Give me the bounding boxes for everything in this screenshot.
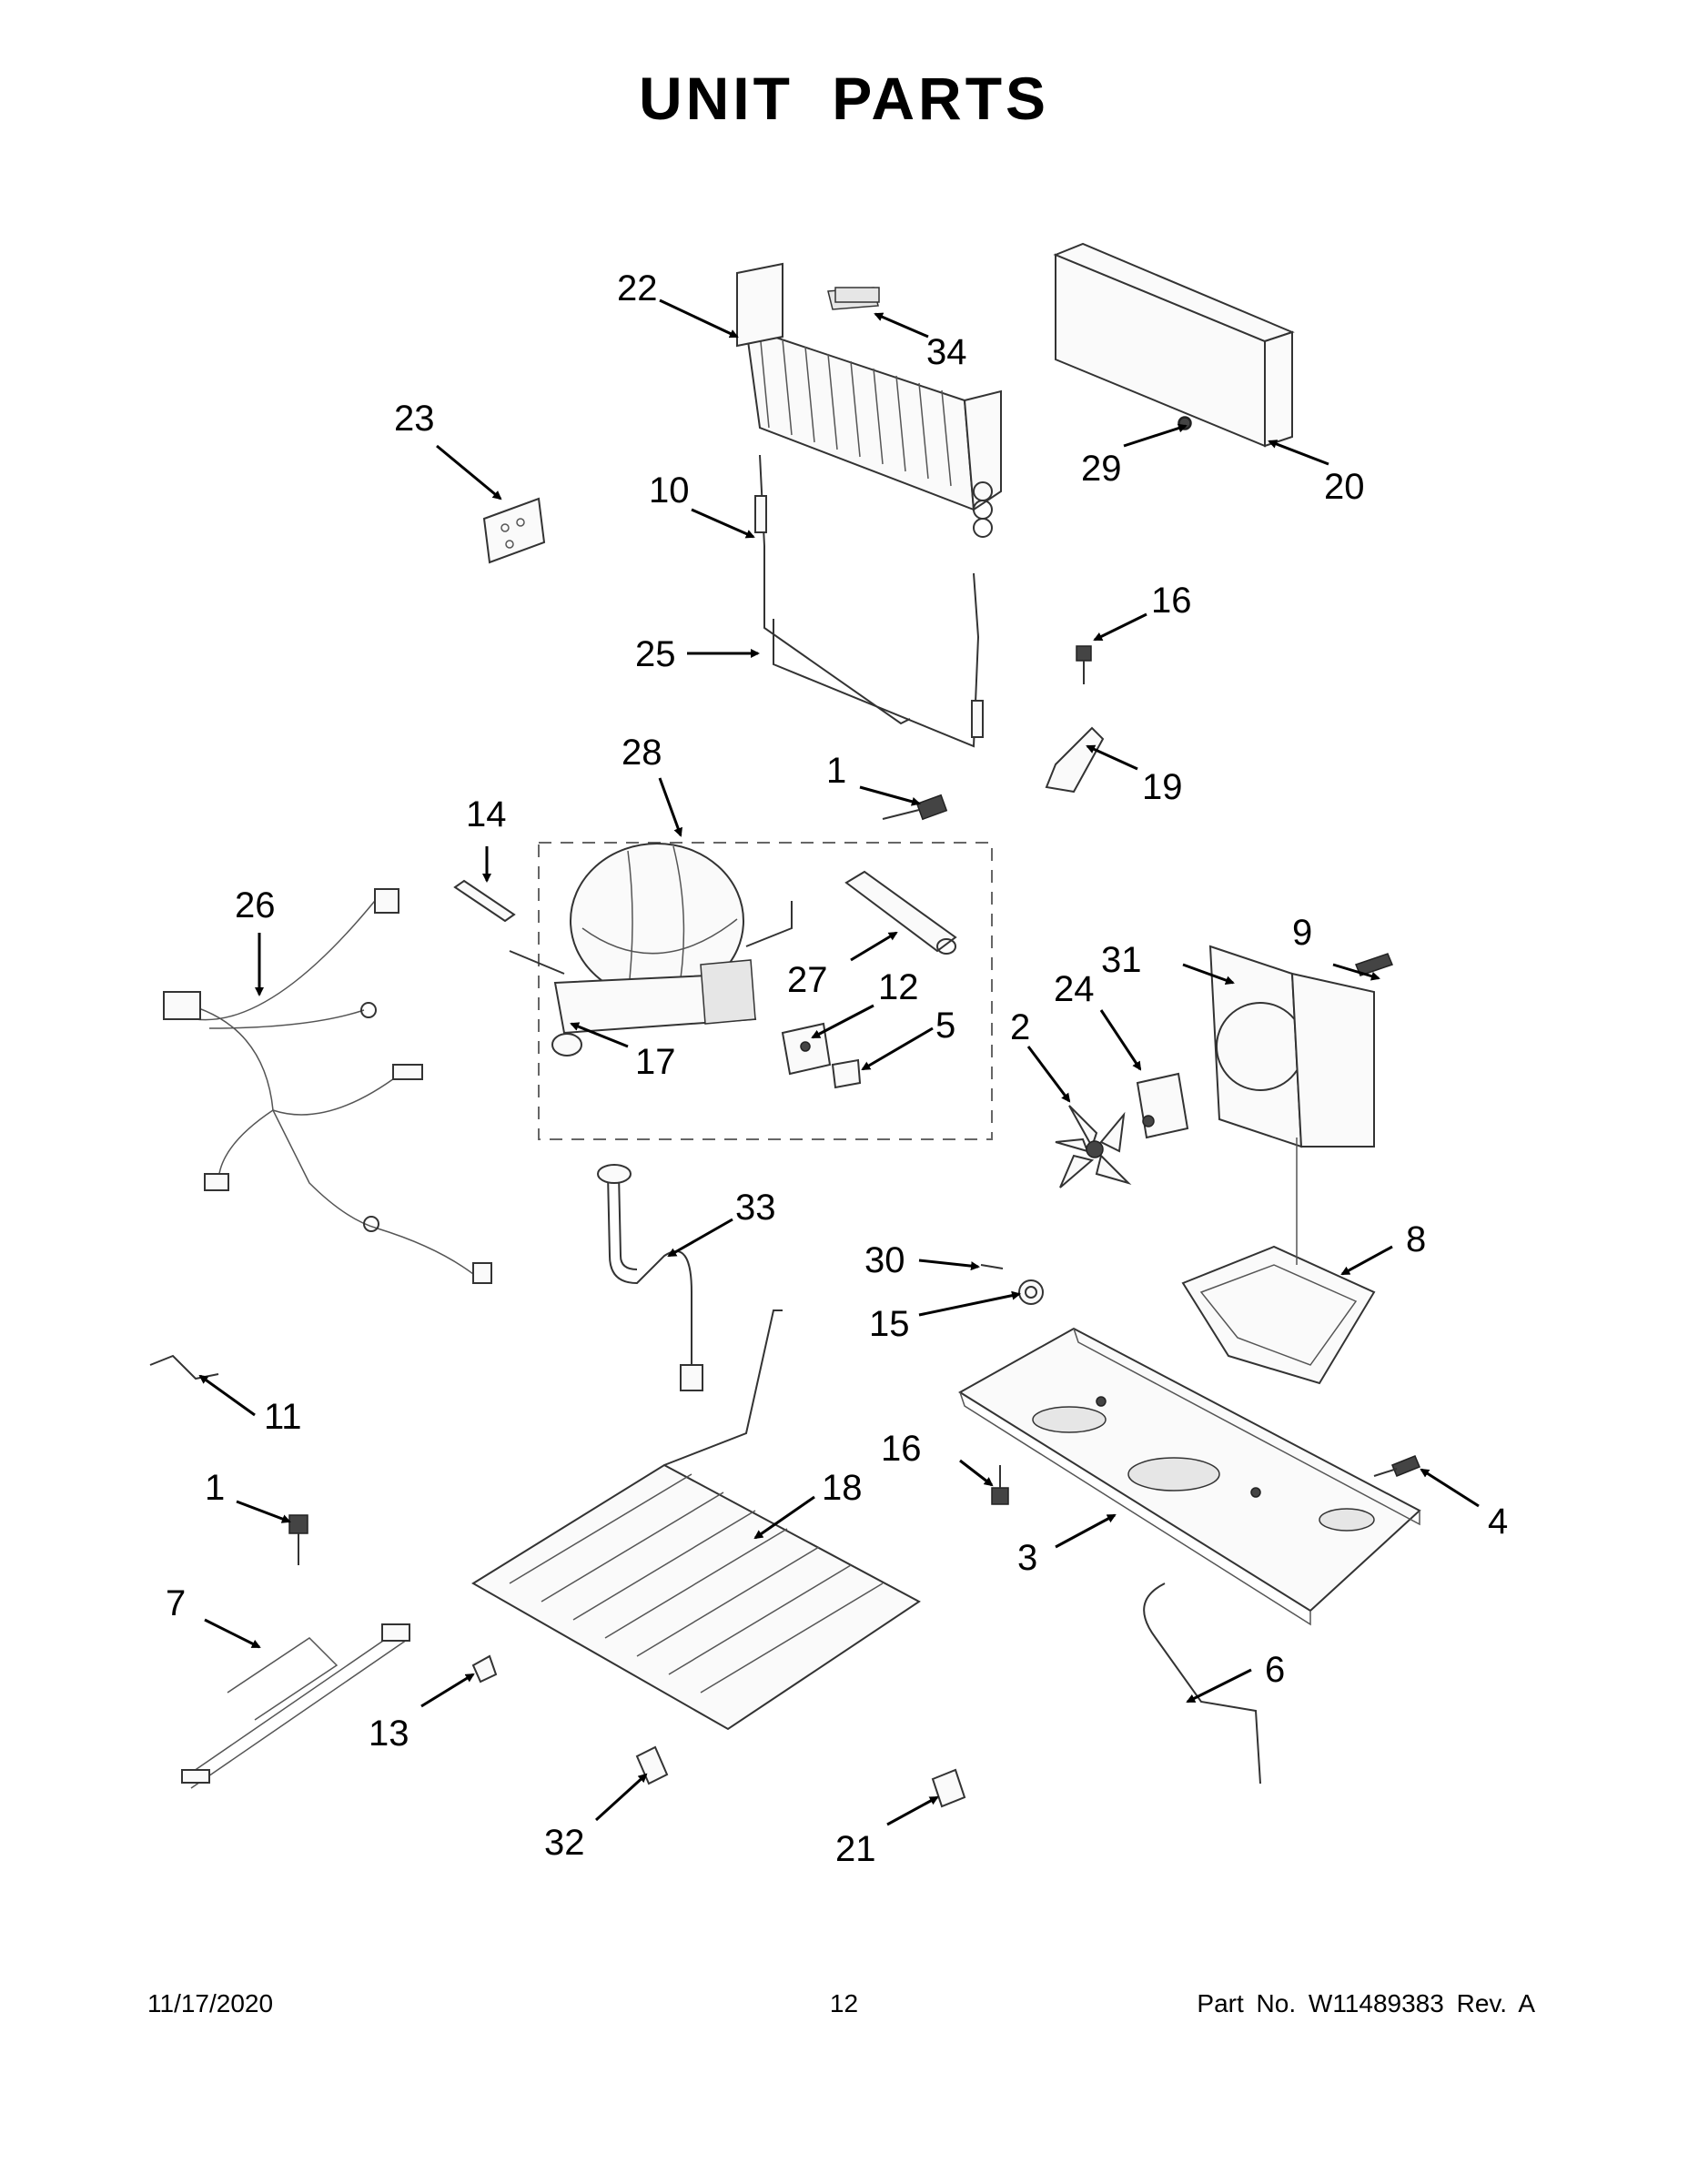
callout-14: 14 (466, 794, 507, 834)
part-1-screw-top (882, 794, 948, 821)
part-26-harness (163, 888, 492, 1284)
footer-page-number: 12 (829, 1989, 859, 2017)
part-6-rod (1143, 1582, 1261, 1785)
callout-arrows (198, 298, 1480, 1826)
part-4-screw (1373, 1455, 1420, 1477)
part-8-fan-bracket (1181, 1138, 1376, 1385)
callout-10: 10 (649, 470, 690, 511)
part-18-evaporator (471, 1309, 921, 1731)
footer-date: 11/17/2020 (147, 1989, 274, 2017)
part-28-compressor (509, 842, 993, 1140)
part-34-pad (834, 287, 880, 303)
callout-19: 19 (1142, 767, 1183, 807)
callout-15: 15 (869, 1304, 910, 1344)
part-23-board (482, 497, 546, 564)
callout-16-bottom: 16 (881, 1429, 922, 1469)
part-31-shroud (1208, 945, 1375, 1148)
callout-17: 17 (635, 1042, 676, 1082)
callout-11: 11 (264, 1397, 302, 1437)
callout-6: 6 (1265, 1650, 1285, 1690)
callout-32: 32 (544, 1823, 585, 1863)
part-2-fan-blade (1055, 1105, 1132, 1188)
callout-23: 23 (394, 399, 435, 439)
part-30-pin (980, 1264, 1004, 1269)
callout-4: 4 (1488, 1502, 1508, 1542)
part-1-screw-bottom (288, 1514, 308, 1565)
callout-3: 3 (1017, 1538, 1037, 1578)
part-20-cover (1053, 242, 1295, 448)
callout-8: 8 (1406, 1219, 1426, 1259)
callout-2: 2 (1010, 1007, 1030, 1047)
part-10-25-tubing (754, 454, 984, 748)
part-3-base-plate (958, 1327, 1421, 1626)
callout-18: 18 (822, 1468, 863, 1508)
callout-34: 34 (926, 332, 967, 372)
callout-25: 25 (635, 634, 676, 674)
footer-part-number: Part No. W11489383 Rev. A (1197, 1989, 1535, 2017)
part-14-clip (453, 879, 516, 923)
callout-26: 26 (235, 885, 276, 925)
part-33-drain-tube (597, 1164, 703, 1391)
callout-27: 27 (787, 960, 828, 1000)
part-24-motor (1136, 1072, 1189, 1139)
callout-labels: 22 34 23 29 20 10 25 16 19 28 1 14 26 27… (166, 268, 1508, 1869)
callout-12: 12 (878, 967, 919, 1007)
part-22-coil (736, 262, 1002, 538)
callout-21: 21 (835, 1829, 876, 1869)
page-title: UNIT PARTS (638, 65, 1050, 132)
part-5-overload (831, 1058, 862, 1089)
callout-13: 13 (369, 1714, 409, 1754)
part-7-heater (181, 1623, 411, 1789)
part-13-clamp (471, 1654, 498, 1684)
callout-24: 24 (1054, 969, 1095, 1009)
part-15-grommet (1018, 1279, 1044, 1305)
part-27-drier (844, 870, 957, 955)
callout-22: 22 (617, 268, 658, 308)
callout-1-bottom: 1 (205, 1468, 225, 1508)
callout-20: 20 (1324, 467, 1365, 507)
callout-16-top: 16 (1151, 581, 1192, 621)
callout-30: 30 (864, 1240, 905, 1280)
part-16-19-bracket (1045, 645, 1105, 794)
callout-33: 33 (735, 1188, 776, 1228)
callout-28: 28 (622, 733, 662, 773)
part-21-sensor (931, 1768, 966, 1808)
callout-9: 9 (1292, 913, 1312, 953)
part-11-wire (149, 1354, 219, 1380)
callout-7: 7 (166, 1583, 186, 1623)
callout-31: 31 (1101, 940, 1142, 980)
callout-5: 5 (935, 1006, 955, 1046)
callout-29: 29 (1081, 449, 1122, 489)
callout-1-top: 1 (826, 751, 846, 791)
part-16-screw-bottom (991, 1465, 1009, 1505)
